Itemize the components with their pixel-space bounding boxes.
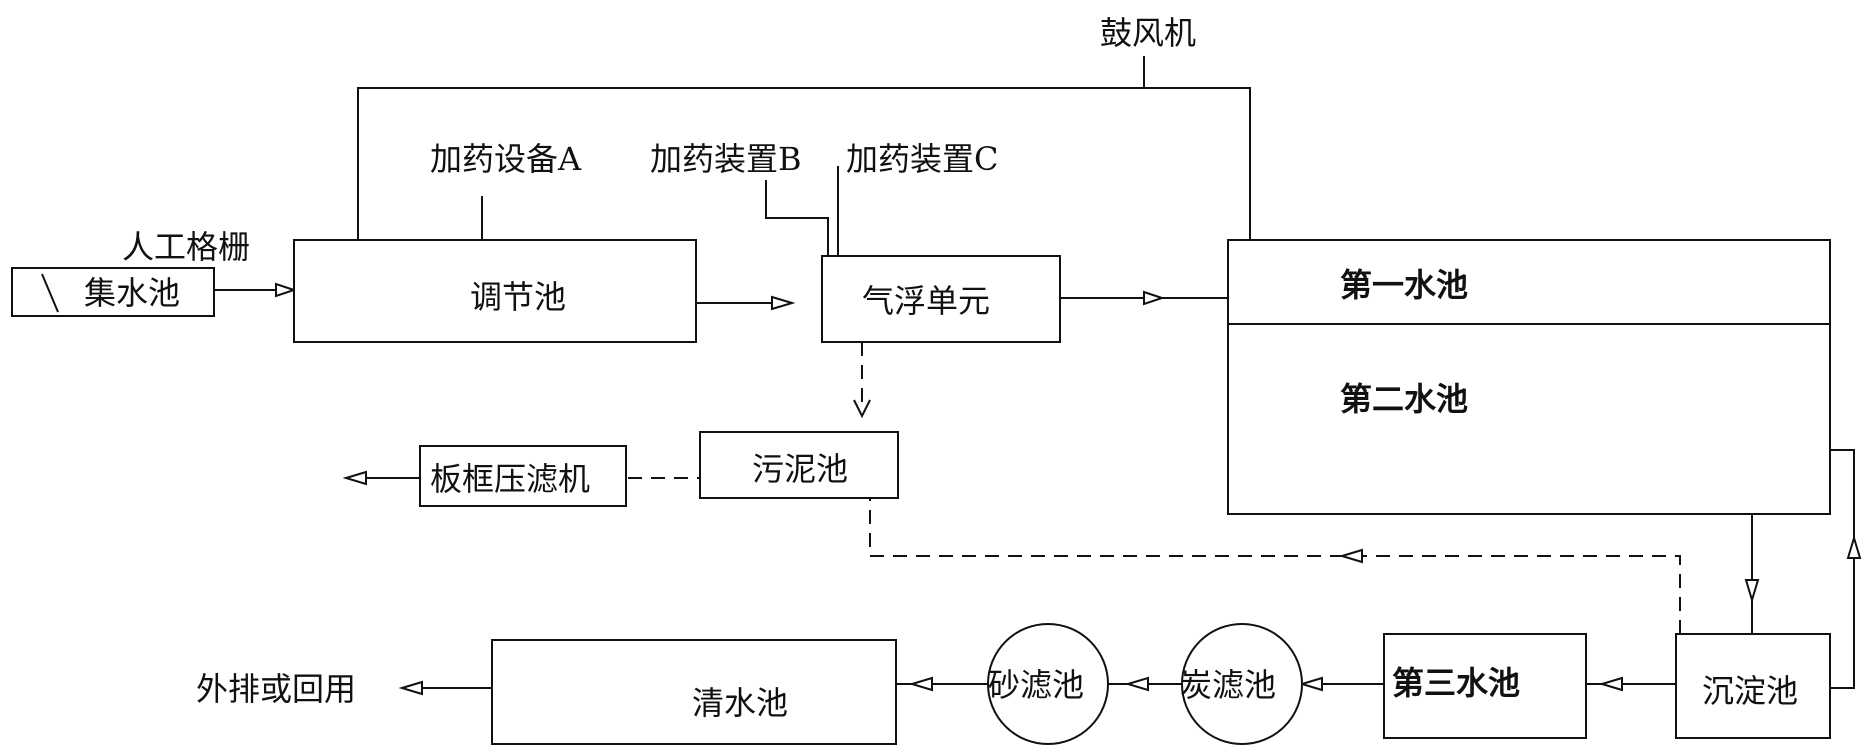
arrowhead [1846, 534, 1862, 559]
sludge-pool-label: 污泥池 [752, 450, 848, 488]
discharge-label: 外排或回用 [196, 670, 356, 708]
arrowhead [1338, 548, 1363, 564]
dosing-b-line [765, 180, 829, 256]
flotation-unit-label: 气浮单元 [862, 282, 990, 320]
sediment-pool-box [1675, 633, 1831, 739]
dosing-b-label: 加药装置B [650, 140, 802, 178]
blower-label: 鼓风机 [1100, 14, 1196, 52]
carbon-filter-label: 炭滤池 [1180, 666, 1276, 704]
third-pool-box [1383, 633, 1587, 739]
filter-press-box [419, 445, 627, 507]
arrowhead [1298, 676, 1323, 692]
clear-water-pool-label: 清水池 [692, 684, 788, 722]
regulating-pool-label: 调节池 [470, 278, 566, 316]
collection-pool-label: 集水池 [84, 274, 180, 312]
recirculation-line [1830, 449, 1855, 689]
arrowhead [908, 676, 933, 692]
third-pool-label: 第三水池 [1392, 664, 1520, 702]
arrowhead [1124, 676, 1149, 692]
arrowhead [1598, 676, 1623, 692]
first-second-pool-box [1227, 239, 1831, 515]
sludge-pool-box [699, 431, 899, 499]
sand-filter-label: 砂滤池 [988, 666, 1084, 704]
grille-label: 人工格栅 [122, 228, 250, 266]
first-pool-label: 第一水池 [1340, 266, 1468, 304]
arrowhead [275, 282, 298, 298]
regulating-pool-box [293, 239, 697, 343]
clear-water-pool-box [491, 639, 897, 745]
dosing-c-label: 加药装置C [846, 140, 999, 178]
arrowhead [1143, 290, 1166, 306]
grille-mark [41, 273, 59, 313]
return-sludge-line [869, 498, 1681, 634]
filter-press-label: 板框压滤机 [430, 460, 590, 498]
air-line [357, 87, 1251, 240]
arrowhead [398, 680, 423, 696]
second-pool-label: 第二水池 [1340, 380, 1468, 418]
arrowhead [853, 399, 871, 419]
arrowhead [771, 295, 796, 311]
arrowhead [342, 470, 367, 486]
sediment-pool-label: 沉淀池 [1702, 672, 1798, 710]
arrowhead [1744, 579, 1760, 604]
dosing-a-label: 加药设备A [430, 140, 582, 178]
collection-pool-box [11, 267, 215, 317]
